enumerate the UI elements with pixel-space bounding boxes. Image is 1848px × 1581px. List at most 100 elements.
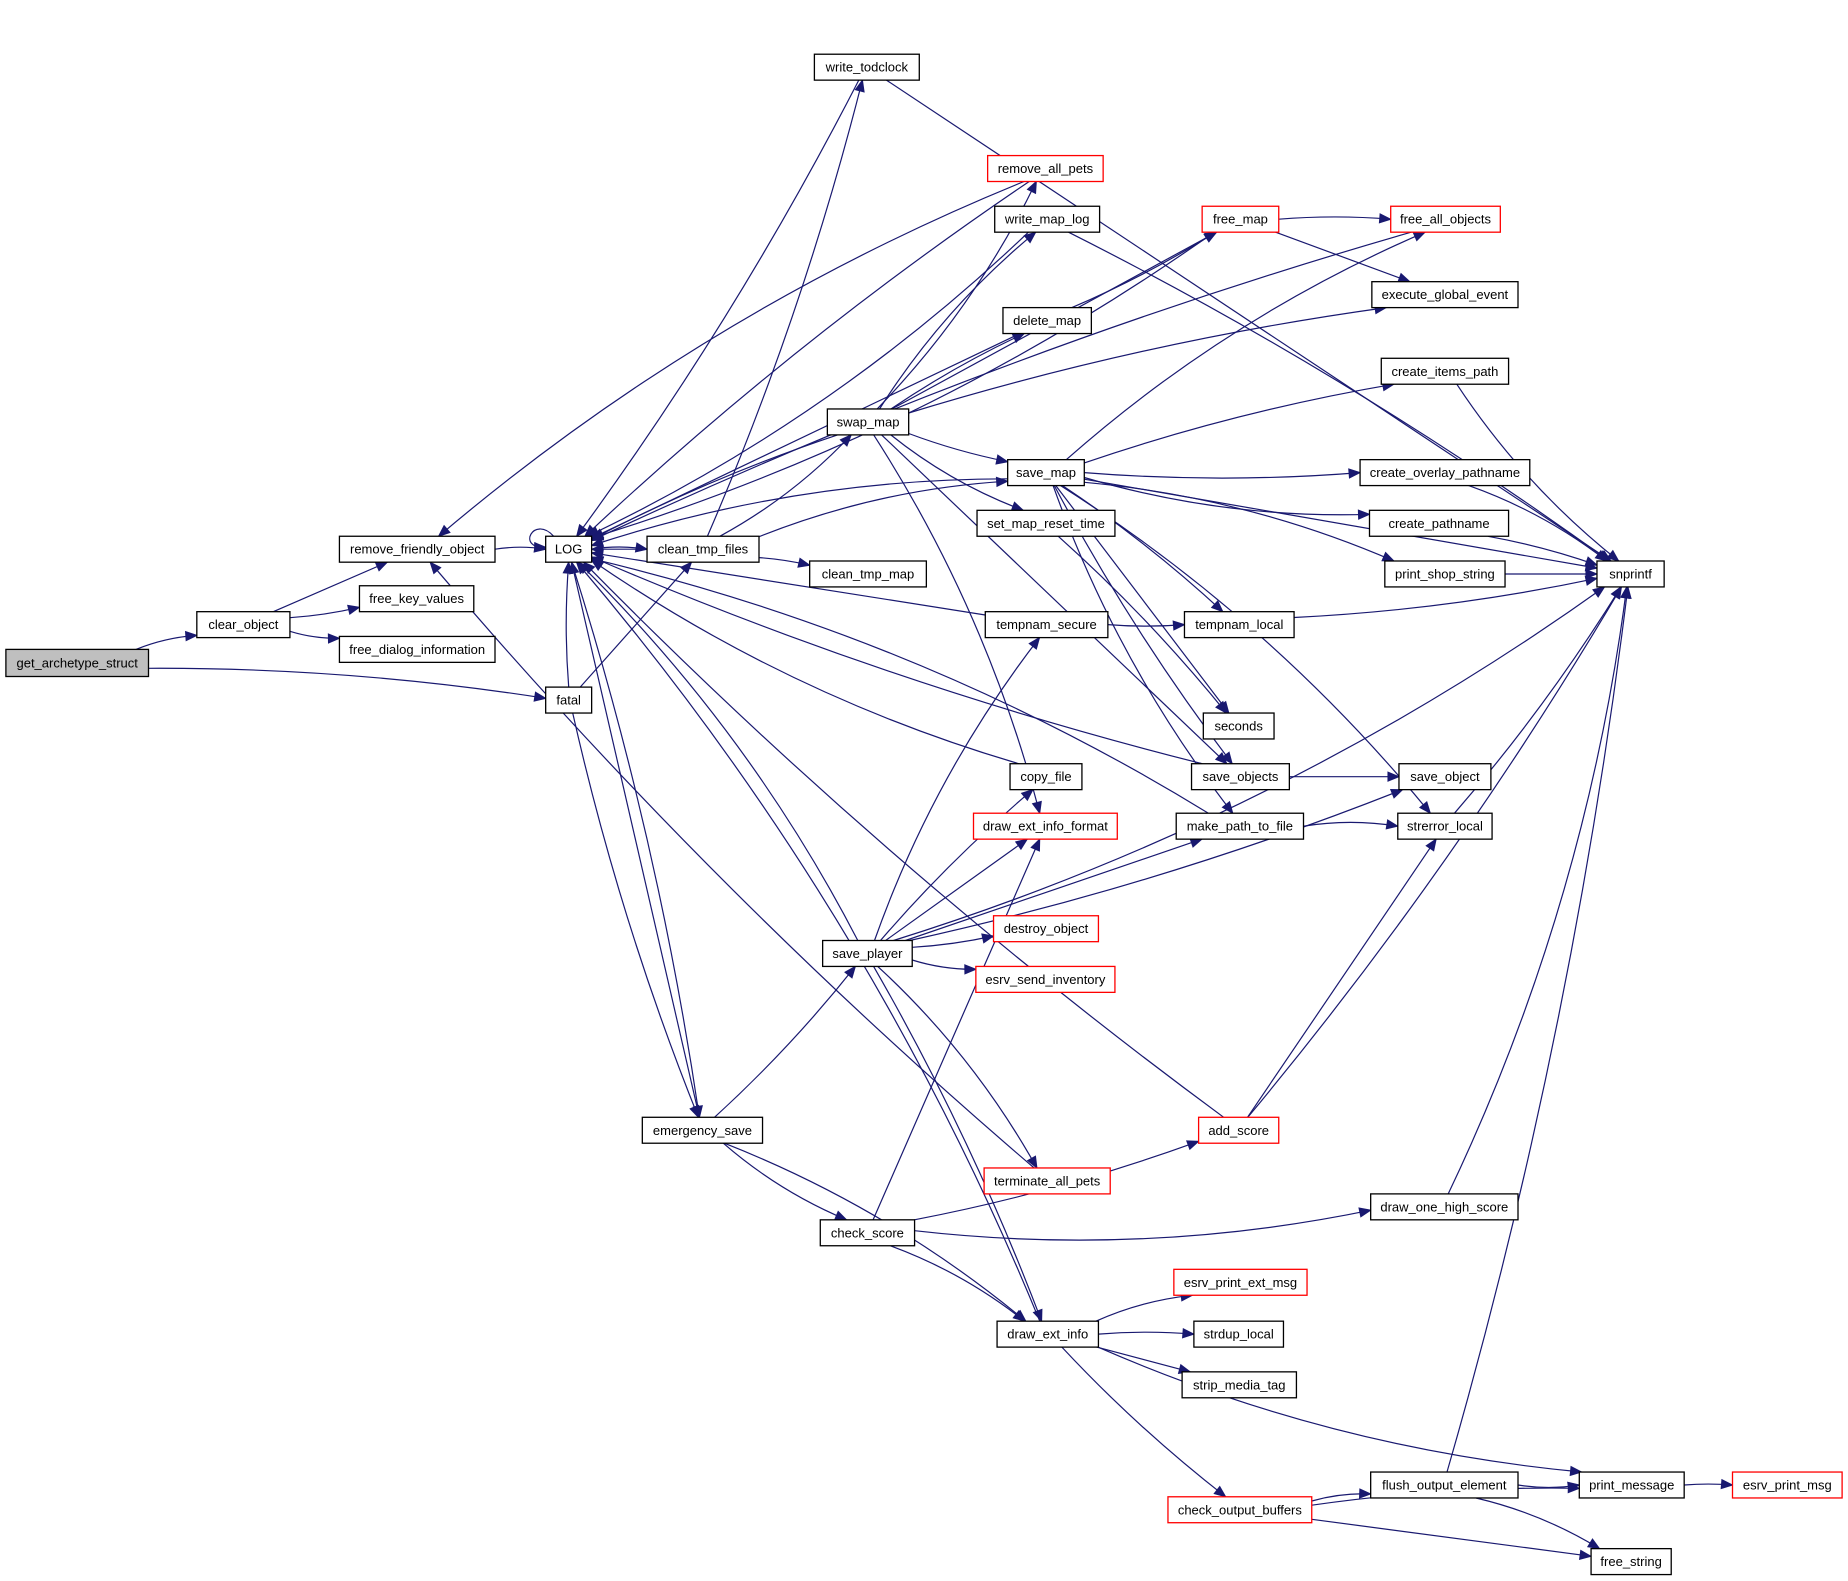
- node-box[interactable]: [545, 686, 593, 714]
- node-free-map[interactable]: free_map: [1201, 205, 1280, 233]
- node-box[interactable]: [1202, 712, 1275, 740]
- node-box[interactable]: [996, 1320, 1100, 1348]
- node-save-object[interactable]: save_object: [1398, 763, 1492, 791]
- node-box[interactable]: [821, 939, 913, 968]
- node-make-path-to-file[interactable]: make_path_to_file: [1175, 812, 1305, 840]
- node-draw-ext-info[interactable]: draw_ext_info: [996, 1320, 1100, 1348]
- node-box[interactable]: [1359, 458, 1531, 487]
- node-box[interactable]: [1201, 205, 1280, 233]
- node-box[interactable]: [972, 812, 1118, 840]
- node-box[interactable]: [1173, 1268, 1308, 1296]
- node-box[interactable]: [1370, 1193, 1519, 1221]
- node-box[interactable]: [1368, 509, 1510, 537]
- node-box[interactable]: [1390, 205, 1501, 233]
- node-box[interactable]: [986, 154, 1104, 183]
- node-draw-ext-info-format[interactable]: draw_ext_info_format: [972, 812, 1118, 840]
- node-box[interactable]: [1007, 458, 1085, 487]
- node-box[interactable]: [1384, 560, 1506, 588]
- node-flush-output-element[interactable]: flush_output_element: [1370, 1471, 1519, 1499]
- node-box[interactable]: [983, 1167, 1111, 1195]
- node-box[interactable]: [819, 1219, 916, 1247]
- node-copy-file[interactable]: copy_file: [1009, 763, 1083, 791]
- node-box[interactable]: [1398, 763, 1492, 791]
- node-write-todclock[interactable]: write_todclock: [813, 53, 920, 81]
- node-box[interactable]: [1590, 1547, 1672, 1576]
- node-create-items-path[interactable]: create_items_path: [1380, 357, 1510, 385]
- node-box[interactable]: [813, 53, 920, 81]
- node-box[interactable]: [994, 205, 1101, 233]
- node-box[interactable]: [196, 611, 291, 639]
- node-box[interactable]: [1596, 560, 1665, 588]
- node-set-map-reset-time[interactable]: set_map_reset_time: [976, 509, 1116, 537]
- node-save-player[interactable]: save_player: [821, 939, 913, 968]
- node-box[interactable]: [984, 611, 1109, 639]
- node-box[interactable]: [1183, 611, 1295, 639]
- node-destroy-object[interactable]: destroy_object: [992, 915, 1100, 943]
- node-box[interactable]: [1181, 1371, 1298, 1399]
- node-check-score[interactable]: check_score: [819, 1219, 916, 1247]
- node-delete-map[interactable]: delete_map: [1002, 306, 1093, 335]
- node-box[interactable]: [1397, 812, 1493, 840]
- node-clean-tmp-files[interactable]: clean_tmp_files: [646, 535, 760, 563]
- node-snprintf[interactable]: snprintf: [1596, 560, 1665, 588]
- node-box[interactable]: [1175, 812, 1305, 840]
- node-box[interactable]: [809, 560, 928, 588]
- node-box[interactable]: [1731, 1471, 1843, 1499]
- node-free-all-objects[interactable]: free_all_objects: [1390, 205, 1501, 233]
- node-swap-map[interactable]: swap_map: [826, 408, 910, 436]
- node-print-shop-string[interactable]: print_shop_string: [1384, 560, 1506, 588]
- node-emergency-save[interactable]: emergency_save: [641, 1116, 764, 1144]
- node-print-message[interactable]: print_message: [1578, 1471, 1685, 1499]
- node-execute-global-event[interactable]: execute_global_event: [1371, 281, 1519, 309]
- node-box[interactable]: [1002, 306, 1093, 335]
- node-tempnam-local[interactable]: tempnam_local: [1183, 611, 1295, 639]
- node-get-archetype-struct[interactable]: get_archetype_struct: [5, 648, 150, 678]
- node-box[interactable]: [338, 635, 496, 664]
- node-box[interactable]: [1578, 1471, 1685, 1499]
- node-box[interactable]: [975, 965, 1116, 994]
- node-box[interactable]: [358, 585, 475, 613]
- node-box[interactable]: [338, 535, 496, 563]
- node-draw-one-high-score[interactable]: draw_one_high_score: [1370, 1193, 1519, 1221]
- node-box[interactable]: [1380, 357, 1510, 385]
- node-esrv-print-ext-msg[interactable]: esrv_print_ext_msg: [1173, 1268, 1308, 1296]
- node-box[interactable]: [646, 535, 760, 563]
- node-box[interactable]: [5, 648, 150, 678]
- node-remove-friendly-object[interactable]: remove_friendly_object: [338, 535, 496, 563]
- node-free-string[interactable]: free_string: [1590, 1547, 1672, 1576]
- node-add-score[interactable]: add_score: [1197, 1116, 1280, 1144]
- node-strip-media-tag[interactable]: strip_media_tag: [1181, 1371, 1298, 1399]
- node-strerror-local[interactable]: strerror_local: [1397, 812, 1493, 840]
- node-strdup-local[interactable]: strdup_local: [1193, 1320, 1285, 1348]
- node-LOG[interactable]: LOG: [545, 535, 593, 563]
- node-box[interactable]: [1197, 1116, 1280, 1144]
- node-save-objects[interactable]: save_objects: [1190, 763, 1291, 791]
- node-box[interactable]: [1167, 1496, 1313, 1524]
- node-box[interactable]: [545, 535, 593, 563]
- node-esrv-print-msg[interactable]: esrv_print_msg: [1731, 1471, 1843, 1499]
- node-seconds[interactable]: seconds: [1202, 712, 1275, 740]
- node-save-map[interactable]: save_map: [1007, 458, 1085, 487]
- node-free-key-values[interactable]: free_key_values: [358, 585, 475, 613]
- node-terminate-all-pets[interactable]: terminate_all_pets: [983, 1167, 1111, 1195]
- node-box[interactable]: [641, 1116, 764, 1144]
- node-clean-tmp-map[interactable]: clean_tmp_map: [809, 560, 928, 588]
- node-box[interactable]: [1009, 763, 1083, 791]
- node-box[interactable]: [1371, 281, 1519, 309]
- node-free-dialog-information[interactable]: free_dialog_information: [338, 635, 496, 664]
- node-create-pathname[interactable]: create_pathname: [1368, 509, 1510, 537]
- node-check-output-buffers[interactable]: check_output_buffers: [1167, 1496, 1313, 1524]
- node-clear-object[interactable]: clear_object: [196, 611, 291, 639]
- node-box[interactable]: [976, 509, 1116, 537]
- node-esrv-send-inventory[interactable]: esrv_send_inventory: [975, 965, 1116, 994]
- node-box[interactable]: [826, 408, 910, 436]
- node-box[interactable]: [992, 915, 1100, 943]
- node-write-map-log[interactable]: write_map_log: [994, 205, 1101, 233]
- node-remove-all-pets[interactable]: remove_all_pets: [986, 154, 1104, 183]
- node-box[interactable]: [1370, 1471, 1519, 1499]
- node-box[interactable]: [1190, 763, 1291, 791]
- node-create-overlay-pathname[interactable]: create_overlay_pathname: [1359, 458, 1531, 487]
- node-fatal[interactable]: fatal: [545, 686, 593, 714]
- node-tempnam-secure[interactable]: tempnam_secure: [984, 611, 1109, 639]
- node-box[interactable]: [1193, 1320, 1285, 1348]
